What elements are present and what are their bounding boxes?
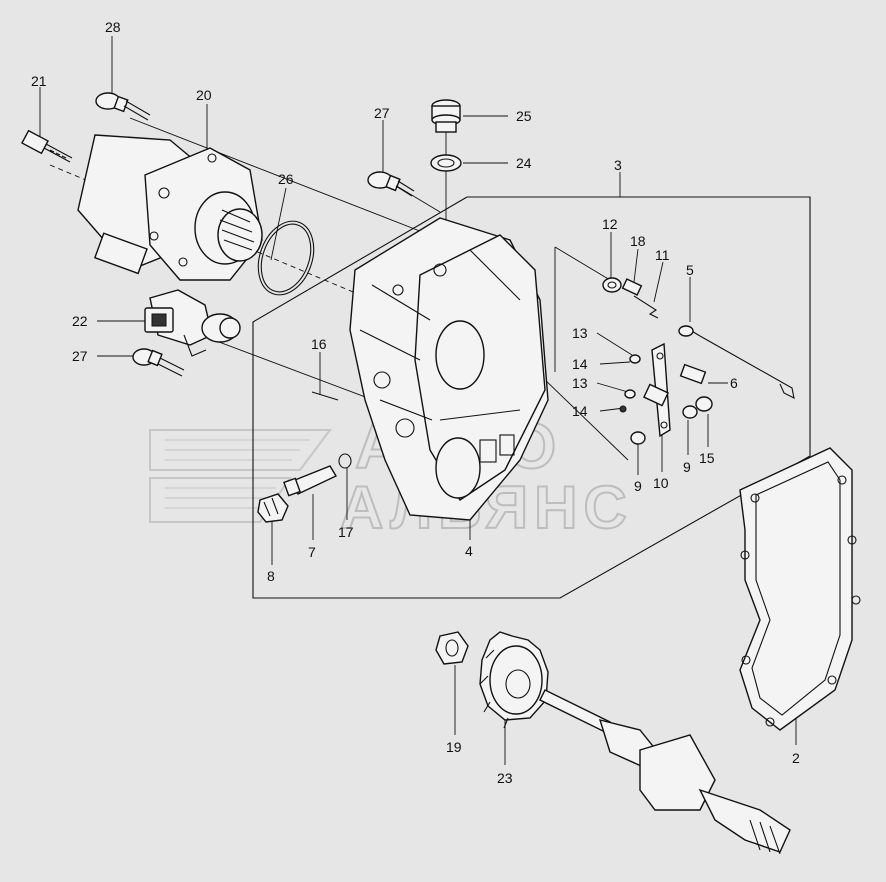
callout-26: 26 <box>278 171 294 187</box>
sensor-22 <box>144 289 241 357</box>
bolt-21 <box>21 129 73 163</box>
callout-16: 16 <box>311 336 327 352</box>
bolt-18 <box>621 278 643 296</box>
shaft-1 <box>539 689 791 855</box>
callout-4: 4 <box>465 543 473 559</box>
nut-13b <box>624 389 636 399</box>
pin-16 <box>311 391 339 401</box>
callout-12: 12 <box>602 216 618 232</box>
spring-11 <box>633 295 659 319</box>
rod-5 <box>699 335 795 399</box>
callout-13-upper: 13 <box>572 325 588 341</box>
callout-15: 15 <box>699 450 715 466</box>
callout-21: 21 <box>31 73 47 89</box>
clip-14 <box>619 405 627 413</box>
callout-6: 6 <box>730 375 738 391</box>
washer-9a <box>682 405 698 419</box>
callout-23: 23 <box>497 770 513 786</box>
callout-25: 25 <box>516 108 532 124</box>
valve-7 <box>283 465 337 497</box>
nut-13a <box>629 354 641 364</box>
callout-27-lower: 27 <box>72 348 88 364</box>
callout-14-upper: 14 <box>572 356 588 372</box>
callout-9-left: 9 <box>634 478 642 494</box>
callout-3: 3 <box>614 157 622 173</box>
watermark-logo <box>149 429 332 523</box>
callout-7: 7 <box>308 544 316 560</box>
callout-11: 11 <box>655 247 670 263</box>
callout-10: 10 <box>653 475 669 491</box>
gear-23 <box>479 631 549 729</box>
callout-17: 17 <box>338 524 354 540</box>
callout-22: 22 <box>72 313 88 329</box>
callout-14-lower: 14 <box>572 403 588 419</box>
callout-28: 28 <box>105 19 121 35</box>
clip-15 <box>695 396 713 412</box>
plug-25 <box>431 99 461 133</box>
o-ring-26 <box>257 220 315 296</box>
bolt-28 <box>95 92 151 121</box>
rod-5-end <box>678 325 694 337</box>
callout-27-upper: 27 <box>374 105 390 121</box>
nut-19 <box>435 631 469 665</box>
linkage-group <box>602 277 795 445</box>
gasket-2 <box>739 447 861 731</box>
callout-2: 2 <box>792 750 800 766</box>
washer-24 <box>430 154 462 172</box>
washer-9b <box>630 431 646 445</box>
callout-labels: 28 21 20 27 25 24 3 26 12 18 11 5 22 13 … <box>31 19 800 786</box>
o-ring-17 <box>338 453 352 469</box>
callout-13-lower: 13 <box>572 375 588 391</box>
callout-24: 24 <box>516 155 532 171</box>
plug-8 <box>257 493 289 523</box>
block-6 <box>679 363 707 385</box>
bolt-27-upper <box>367 171 415 197</box>
bolt-27-lower <box>132 348 185 377</box>
leader-lines <box>39 36 797 765</box>
callout-5: 5 <box>686 262 694 278</box>
clip-12 <box>602 277 622 293</box>
housing-4 <box>349 217 549 521</box>
callout-18: 18 <box>630 233 646 249</box>
callout-19: 19 <box>446 739 462 755</box>
callout-8: 8 <box>267 568 275 584</box>
callout-20: 20 <box>196 87 212 103</box>
callout-9-right: 9 <box>683 459 691 475</box>
actuator-motor-20 <box>77 134 263 281</box>
